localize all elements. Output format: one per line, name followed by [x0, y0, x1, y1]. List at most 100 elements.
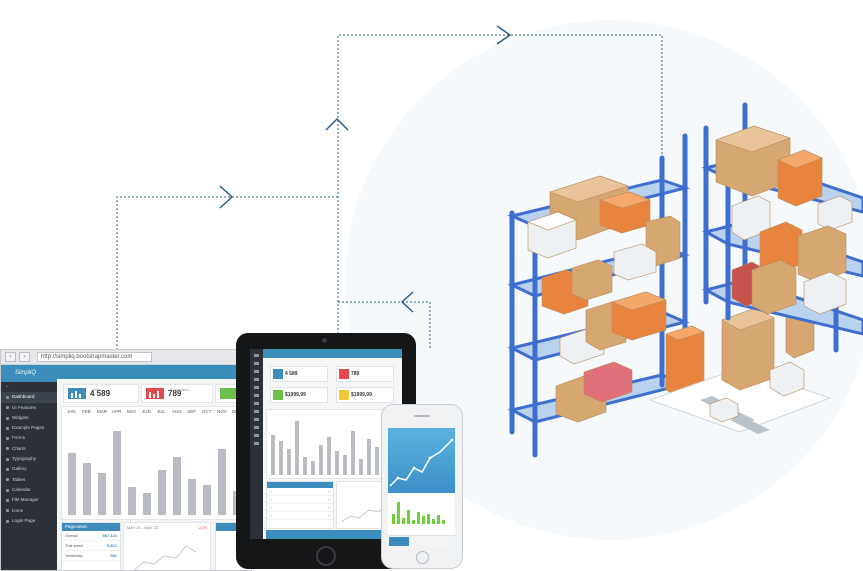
chart-bar [402, 518, 405, 524]
chart-bar [407, 510, 410, 524]
camera-icon [322, 338, 327, 343]
sidebar-item-tables[interactable]: Tables [1, 475, 57, 485]
chart-bar [143, 493, 151, 515]
home-button[interactable] [316, 546, 336, 566]
sidebar-item-gallery[interactable]: Gallery [1, 464, 57, 474]
chevron-up-icon [325, 117, 349, 131]
sidebar-item-example-pages[interactable]: Example Pages [1, 423, 57, 433]
chart-bar [367, 439, 371, 475]
browser-window: ‹ › http://simpliq.bootstrapmaster.com S… [0, 349, 252, 571]
chart-bar [327, 437, 331, 475]
chart-bar [173, 457, 181, 515]
chart-bar [279, 441, 283, 475]
month-label: JAN [67, 409, 76, 414]
sidebar-item-ui-features[interactable]: UI Features [1, 403, 57, 413]
phone-screen [388, 428, 455, 547]
monthly-bar-chart: JAN FEB MAR APR MAY JUN JUL AUG SEP OCT … [61, 406, 249, 520]
chart-bar [83, 463, 91, 515]
tablet-table-panel: —— —— —— —— [266, 481, 334, 529]
month-label: MAY [127, 409, 137, 414]
left-shelf-unit [507, 133, 705, 458]
date-range: MAY 21 - MAY 22 [127, 525, 159, 530]
month-label: FEB [82, 409, 91, 414]
chart-bar [303, 457, 307, 475]
chart-bar [98, 473, 106, 515]
chart-bar [375, 447, 379, 475]
month-label: OCT [202, 409, 212, 414]
chevron-left-icon [400, 291, 414, 313]
chart-bar [422, 516, 425, 524]
url-bar[interactable]: http://simpliq.bootstrapmaster.com [37, 352, 152, 362]
bar-chart-icon [146, 388, 164, 399]
phone-bar-chart [388, 496, 455, 536]
chart-bar [68, 453, 76, 515]
stat-value: 4 589 [90, 389, 111, 398]
sidebar-item-forms[interactable]: Forms [1, 433, 57, 443]
dashboard-main: Visits 4 589 Purchases 789 JAN FEB MAR A… [57, 365, 251, 570]
stat-visits: Visits 4 589 [63, 384, 139, 403]
month-label: AUG [172, 409, 182, 414]
tablet-stat: 789 [336, 366, 394, 382]
chart-bar [359, 459, 363, 475]
chevron-right-icon [496, 25, 512, 45]
tablet-sidebar [250, 349, 263, 539]
chart-bar [128, 487, 136, 515]
chart-bar [287, 449, 291, 475]
chart-bar [397, 502, 400, 524]
phone-tab-active[interactable] [389, 537, 409, 546]
chart-bar [158, 470, 166, 515]
sidebar: SimpliQ – Dashboard UI Features Widgets … [1, 365, 57, 570]
tablet-stat: 4 589 [270, 366, 328, 382]
chart-bar [392, 514, 395, 524]
home-button[interactable] [416, 551, 429, 564]
chart-bar [437, 515, 440, 524]
month-label: JUN [142, 409, 151, 414]
back-button[interactable]: ‹ [5, 352, 16, 362]
sidebar-item-charts[interactable]: Charts [1, 444, 57, 454]
month-label: MAR [97, 409, 107, 414]
chart-bar [427, 514, 430, 524]
chart-bar [113, 431, 121, 515]
forward-button[interactable]: › [19, 352, 30, 362]
tablet-stat: $1999,99 [270, 387, 328, 403]
chart-bar [218, 449, 226, 515]
sidebar-item-file-manager[interactable]: File Manager [1, 495, 57, 505]
chart-bar [343, 455, 347, 475]
chart-bar [417, 512, 420, 524]
chart-bar [432, 519, 435, 524]
chart-bar [442, 520, 445, 524]
chart-bar [295, 421, 299, 475]
phone-device [381, 404, 463, 569]
chart-bar [311, 461, 315, 475]
stat-purchases: Purchases 789 [141, 384, 213, 403]
phone-tab-bar[interactable] [388, 535, 455, 547]
chart-bar [188, 479, 196, 515]
sidebar-item-login-page[interactable]: Login Page [1, 516, 57, 526]
right-shelf-unit [701, 102, 863, 353]
sidebar-item-icons[interactable]: Icons [1, 506, 57, 516]
chart-bar [203, 485, 211, 515]
sidebar-item-widgets[interactable]: Widgets [1, 413, 57, 423]
bar-chart-icon [220, 388, 238, 399]
phone-line-chart [388, 428, 455, 493]
month-label: APR [112, 409, 122, 414]
tablet-screen: 4 589 789 $1999,99 $1999,99 —— —— —— [250, 349, 402, 539]
flow-lines [116, 34, 663, 350]
trend-panel: MAY 21 - MAY 22 -22% [123, 522, 211, 570]
sidebar-collapse[interactable]: – [6, 384, 9, 389]
tablet-stat: $1999,99 [336, 387, 394, 403]
panel-title: Pageviews [62, 523, 120, 531]
chart-bar [335, 451, 339, 475]
sidebar-item-typography[interactable]: Typography [1, 454, 57, 464]
sidebar-item-calendar[interactable]: Calendar [1, 485, 57, 495]
percent-change: -22% [197, 525, 207, 530]
bar-chart-icon [68, 388, 86, 399]
chart-bar [351, 431, 355, 475]
tablet-footer-bar [266, 530, 400, 539]
sidebar-item-dashboard[interactable]: Dashboard [1, 392, 57, 403]
